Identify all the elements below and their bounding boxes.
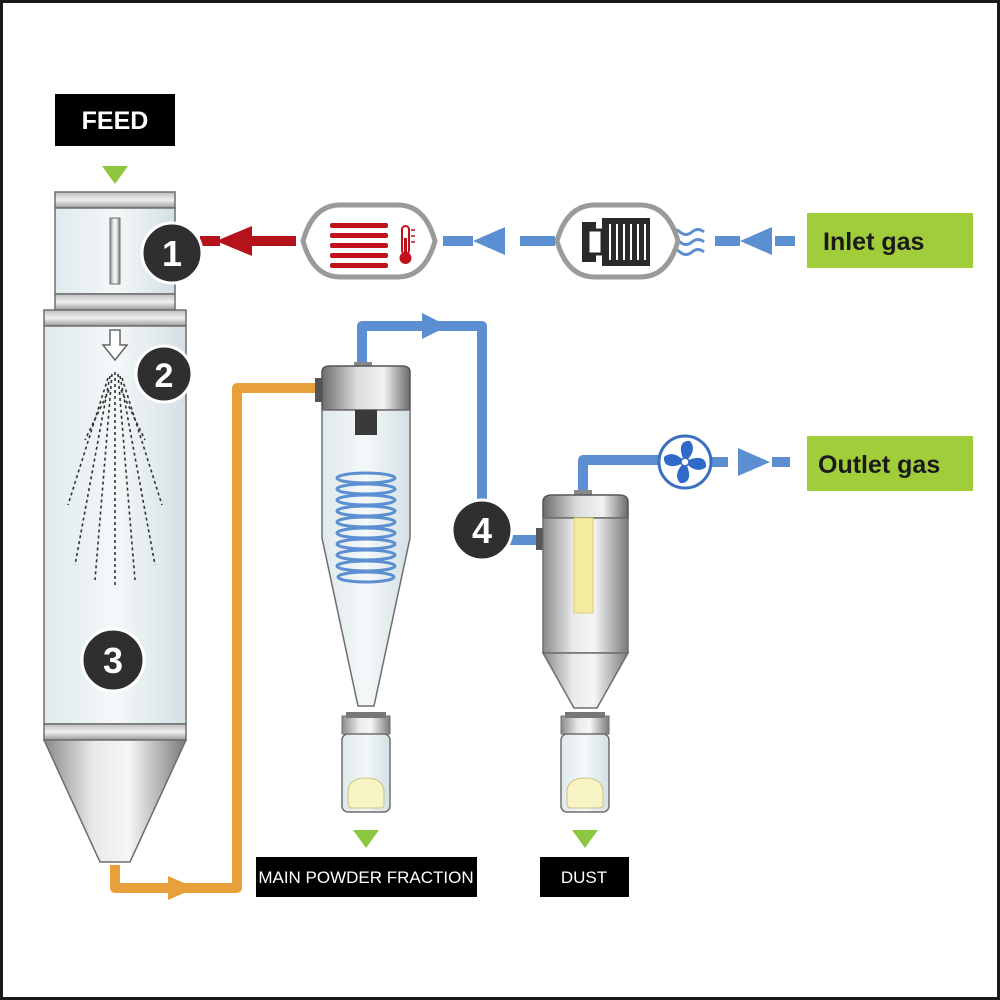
step-badge-4: 4: [450, 498, 514, 562]
spray-pattern: [67, 372, 163, 585]
fan-icon: [657, 434, 713, 490]
heater-icon: [330, 223, 388, 268]
step-1-number: 1: [162, 233, 182, 274]
dust-arrow: [572, 830, 598, 848]
filter-bag: [573, 517, 594, 614]
heater-unit: [300, 202, 438, 280]
inlet-arrow: [740, 227, 772, 255]
gas-arrow-cyclone: [422, 313, 448, 339]
feed-text: FEED: [82, 107, 149, 135]
step-badge-1: 1: [140, 221, 204, 285]
mid-arrow: [473, 227, 505, 255]
step-badge-3: 3: [80, 627, 146, 693]
step-badge-2: 2: [134, 344, 194, 404]
hot-gas-arrow: [216, 226, 252, 256]
feed-label: FEED: [55, 94, 175, 146]
step-2-number: 2: [155, 357, 174, 395]
main-powder-text: MAIN POWDER FRACTION: [258, 868, 473, 887]
dust-text: DUST: [561, 868, 607, 887]
outlet-gas-label: Outlet gas: [807, 436, 973, 491]
inlet-filter-unit: [554, 202, 681, 280]
feed-arrow: [102, 166, 128, 184]
atomizer-arrow-icon: [101, 329, 129, 362]
product-arrow: [168, 876, 196, 900]
gas-line-filter-to-fan: [578, 455, 660, 490]
dust-label: DUST: [540, 857, 629, 897]
main-powder-collected: [347, 777, 385, 809]
cyclone-vortex: [335, 471, 397, 584]
dust-collected: [566, 777, 604, 809]
inlet-gas-text: Inlet gas: [823, 228, 924, 256]
cyclone: [315, 362, 411, 813]
filter-icon: [582, 218, 650, 266]
drying-chamber: [42, 191, 188, 863]
thermometer-icon: [399, 225, 415, 264]
step-4-number: 4: [472, 510, 492, 551]
product-line: [110, 383, 322, 893]
dust-filter: [536, 490, 630, 813]
outlet-arrow: [738, 448, 770, 476]
inlet-gas-label: Inlet gas: [807, 213, 973, 268]
outlet-gas-text: Outlet gas: [818, 451, 940, 479]
step-3-number: 3: [103, 640, 123, 681]
main-powder-arrow: [353, 830, 379, 848]
main-powder-label: MAIN POWDER FRACTION: [256, 857, 477, 897]
